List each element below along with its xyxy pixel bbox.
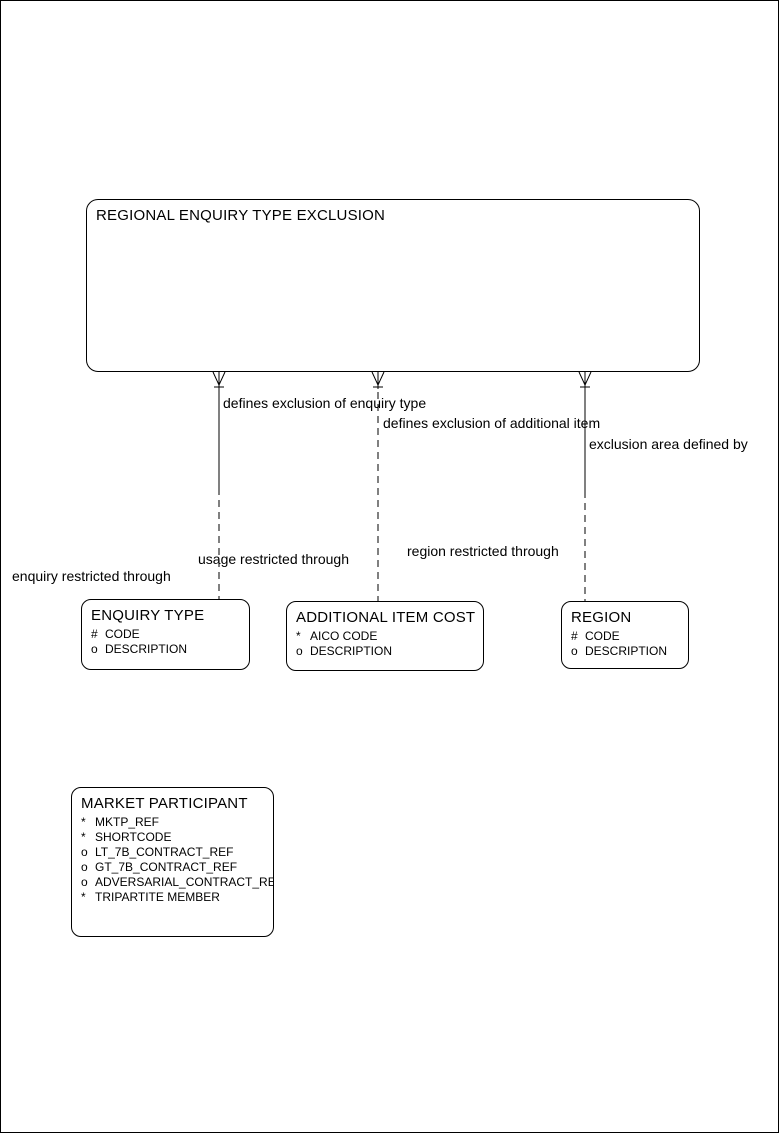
attribute-prefix: # [571, 629, 578, 643]
relationship-label-inverse-additional-item[interactable]: usage restricted through [198, 551, 349, 567]
attribute-row: o DESCRIPTION [571, 644, 688, 659]
entity-title: MARKET PARTICIPANT [81, 795, 248, 812]
attribute-prefix: # [91, 627, 98, 641]
attribute-name: LT_7B_CONTRACT_REF [95, 845, 234, 859]
attribute-prefix: o [81, 875, 88, 889]
attribute-name: DESCRIPTION [310, 644, 393, 658]
entity-market-participant[interactable]: MARKET PARTICIPANT * MKTP_REF * SHORTCOD… [71, 787, 274, 937]
attribute-name: GT_7B_CONTRACT_REF [95, 860, 238, 874]
relationship-line-enquiry-type[interactable] [212, 371, 226, 599]
attribute-name: SHORTCODE [95, 830, 172, 844]
attribute-prefix: * [81, 815, 86, 829]
entity-enquiry-type[interactable]: ENQUIRY TYPE # CODE o DESCRIPTION [81, 599, 250, 670]
attribute-prefix: * [296, 629, 301, 643]
attribute-row: # CODE [571, 629, 688, 644]
attribute-row: * SHORTCODE [81, 830, 273, 845]
attribute-prefix: o [571, 644, 578, 658]
attribute-name: DESCRIPTION [105, 642, 188, 656]
attribute-name: CODE [105, 627, 140, 641]
entity-additional-item-cost[interactable]: ADDITIONAL ITEM COST * AICO CODE o DESCR… [286, 601, 484, 671]
entity-title: ENQUIRY TYPE [91, 607, 205, 624]
attribute-prefix: o [81, 860, 88, 874]
attribute-row: o DESCRIPTION [91, 642, 249, 657]
attribute-row: # CODE [91, 627, 249, 642]
relationship-label-inverse-enquiry-type[interactable]: enquiry restricted through [12, 568, 171, 584]
relationship-label-forward-enquiry-type[interactable]: defines exclusion of enquiry type [223, 395, 427, 411]
relationship-label-forward-additional-item[interactable]: defines exclusion of additional item [383, 415, 601, 431]
attribute-name: DESCRIPTION [585, 644, 668, 658]
attribute-row: * AICO CODE [296, 629, 483, 644]
attribute-prefix: o [296, 644, 303, 658]
relationship-label-forward-region[interactable]: exclusion area defined by [589, 436, 748, 452]
attribute-prefix: o [81, 845, 88, 859]
attribute-row: * TRIPARTITE MEMBER [81, 890, 273, 905]
relationship-label-inverse-region[interactable]: region restricted through [407, 543, 559, 559]
entity-title: ADDITIONAL ITEM COST [296, 609, 476, 626]
attribute-name: AICO CODE [310, 629, 378, 643]
attribute-name: CODE [585, 629, 620, 643]
entity-region[interactable]: REGION # CODE o DESCRIPTION [561, 601, 689, 669]
entity-title: REGIONAL ENQUIRY TYPE EXCLUSION [96, 207, 386, 224]
attribute-prefix: * [81, 830, 86, 844]
attribute-name: ADVERSARIAL_CONTRACT_REF [95, 875, 274, 889]
attribute-row: o ADVERSARIAL_CONTRACT_REF [81, 875, 273, 890]
attribute-row: o GT_7B_CONTRACT_REF [81, 860, 273, 875]
entity-title: REGION [571, 609, 632, 626]
attribute-row: o DESCRIPTION [296, 644, 483, 659]
attribute-row: o LT_7B_CONTRACT_REF [81, 845, 273, 860]
relationship-line-additional-item-cost[interactable] [371, 371, 385, 601]
attribute-name: MKTP_REF [95, 815, 160, 829]
attribute-prefix: * [81, 890, 86, 904]
attribute-prefix: o [91, 642, 98, 656]
relationship-line-region[interactable] [578, 371, 592, 601]
attribute-name: TRIPARTITE MEMBER [95, 890, 220, 904]
attribute-row: * MKTP_REF [81, 815, 273, 830]
entity-regional-enquiry-type-exclusion[interactable]: REGIONAL ENQUIRY TYPE EXCLUSION [86, 199, 700, 372]
